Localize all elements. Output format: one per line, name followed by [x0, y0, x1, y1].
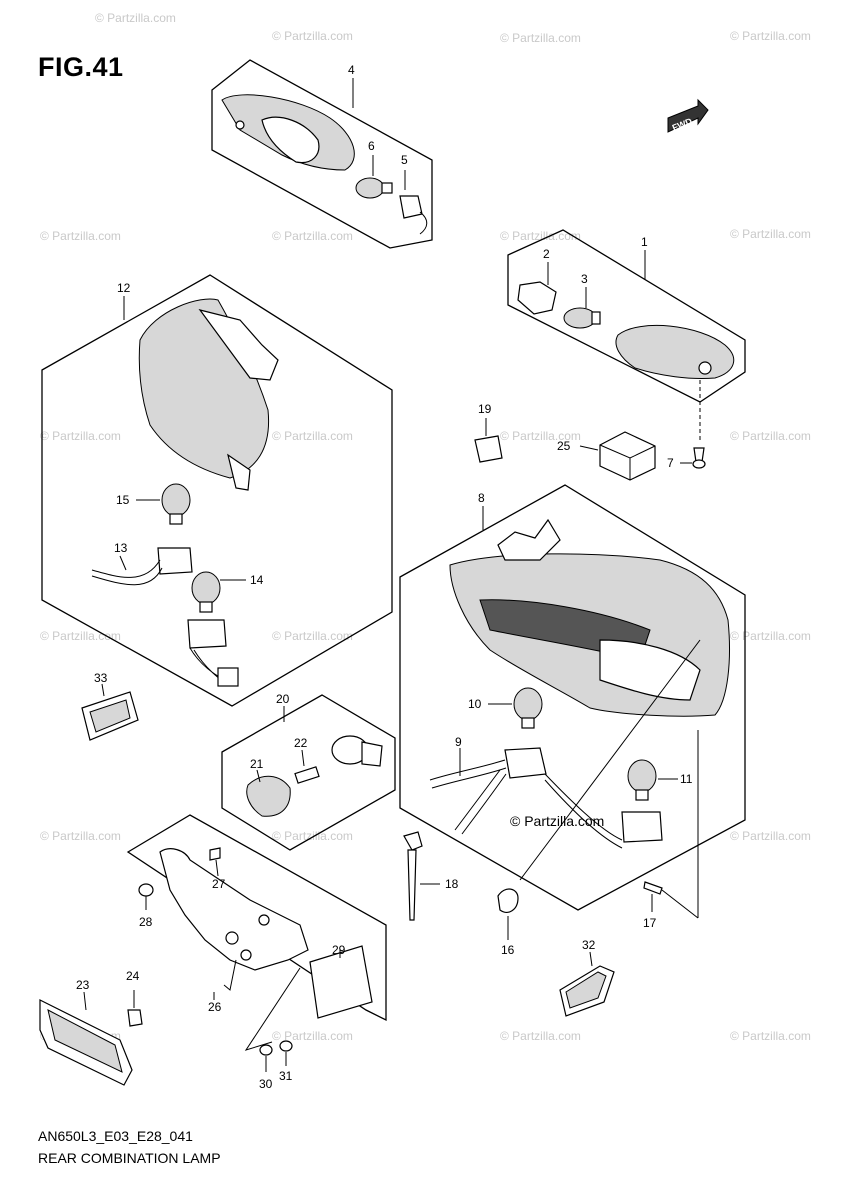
bracket-26: [159, 848, 309, 971]
callout-8: 8: [478, 491, 485, 505]
callout-5: 5: [401, 153, 408, 167]
callout-15: 15: [116, 493, 130, 507]
cable-tie-18: 18: [403, 831, 459, 921]
callout-29: 29: [332, 943, 346, 957]
callout-11: 11: [680, 772, 693, 786]
bulb-3: [563, 307, 597, 329]
callout-31: 31: [279, 1069, 293, 1083]
callout-7: 7: [667, 456, 674, 470]
callout-14: 14: [250, 573, 264, 587]
rear-lamp-group: 8 10 9 11: [399, 484, 746, 918]
bracket-group: 26 29 28 27: [126, 814, 387, 1051]
callout-2: 2: [543, 247, 550, 261]
watermark: © Partzilla.com: [730, 829, 811, 843]
watermark: © Partzilla.com: [272, 1029, 353, 1043]
license-housing-group: 12 15 13 14: [41, 274, 393, 707]
watermark: © Partzilla.com: [730, 1029, 811, 1043]
nut-24: 24: [126, 969, 143, 1027]
bulb-15: [161, 483, 191, 517]
bulb-10: [513, 687, 543, 721]
watermark: © Partzilla.com: [40, 229, 121, 243]
watermark: © Partzilla.com: [272, 829, 353, 843]
watermark: © Partzilla.com: [500, 1029, 581, 1043]
callout-26: 26: [208, 1000, 222, 1014]
reflector-33: 33: [81, 671, 139, 741]
callout-27: 27: [212, 877, 226, 891]
bulb-14: [191, 571, 221, 605]
figure-name: REAR COMBINATION LAMP: [38, 1150, 221, 1166]
watermark-center: © Partzilla.com: [510, 813, 604, 829]
callout-22: 22: [294, 736, 308, 750]
callout-4: 4: [348, 63, 355, 77]
callout-3: 3: [581, 272, 588, 286]
bolt-27: [209, 847, 221, 861]
watermark: © Partzilla.com: [730, 227, 811, 241]
watermark: © Partzilla.com: [500, 229, 581, 243]
bulb-11: [627, 759, 657, 793]
watermark: © Partzilla.com: [272, 629, 353, 643]
callout-9: 9: [455, 735, 462, 749]
license-light-group: 20 21 22: [221, 692, 396, 851]
watermark: © Partzilla.com: [730, 429, 811, 443]
socket-13: [157, 547, 193, 575]
reflector-32: 32: [559, 938, 615, 1017]
figure-title: FIG.41: [38, 52, 124, 82]
callout-20: 20: [276, 692, 290, 706]
socket-9: [504, 747, 547, 779]
turn-signal-right-group: 1 2 3: [507, 229, 746, 440]
label-29: [309, 945, 373, 1019]
figure-code: AN650L3_E03_E28_041: [38, 1128, 193, 1144]
watermark: © Partzilla.com: [40, 629, 121, 643]
callout-32: 32: [582, 938, 596, 952]
watermark: © Partzilla.com: [730, 629, 811, 643]
callout-18: 18: [445, 877, 459, 891]
callout-10: 10: [468, 697, 482, 711]
watermark: © Partzilla.com: [272, 229, 353, 243]
lens-21: [246, 775, 291, 817]
callout-19: 19: [478, 402, 492, 416]
callout-12: 12: [117, 281, 131, 295]
watermark: © Partzilla.com: [272, 29, 353, 43]
callout-28: 28: [139, 915, 153, 929]
watermark: © Partzilla.com: [95, 11, 176, 25]
bulb-22: [294, 766, 320, 784]
watermark: © Partzilla.com: [500, 31, 581, 45]
callout-17: 17: [643, 916, 657, 930]
watermark: © Partzilla.com: [500, 429, 581, 443]
reflector-23: 23: [39, 978, 133, 1086]
callout-13: 13: [114, 541, 128, 555]
callout-24: 24: [126, 969, 140, 983]
housing-12: [138, 298, 270, 479]
socket-2: [517, 281, 557, 315]
bulb-6: [355, 177, 385, 199]
callout-25: 25: [557, 439, 571, 453]
screw-7: 7: [667, 447, 706, 470]
fwd-arrow-icon: FWD: [667, 98, 709, 133]
callout-1: 1: [641, 235, 648, 249]
grommet-16: 16: [497, 888, 519, 957]
turn-signal-lens-right: [615, 324, 735, 379]
callout-16: 16: [501, 943, 515, 957]
callout-33: 33: [94, 671, 108, 685]
callout-23: 23: [76, 978, 90, 992]
nut-28: [138, 883, 154, 897]
screw-17: 17: [643, 881, 699, 930]
callout-30: 30: [259, 1077, 273, 1091]
watermark: © Partzilla.com: [40, 829, 121, 843]
watermark: © Partzilla.com: [272, 429, 353, 443]
turn-signal-left-group: 4 6 5: [211, 59, 433, 249]
watermark: © Partzilla.com: [730, 29, 811, 43]
watermark: © Partzilla.com: [40, 429, 121, 443]
callout-21: 21: [250, 757, 264, 771]
washers-30-31: 30 31: [259, 1040, 293, 1091]
callout-6: 6: [368, 139, 375, 153]
watermark-layer: © Partzilla.com © Partzilla.com © Partzi…: [40, 11, 811, 1043]
relay-25: 25: [557, 431, 656, 481]
clip-19: 19: [474, 402, 503, 463]
socket-5: [399, 195, 423, 219]
